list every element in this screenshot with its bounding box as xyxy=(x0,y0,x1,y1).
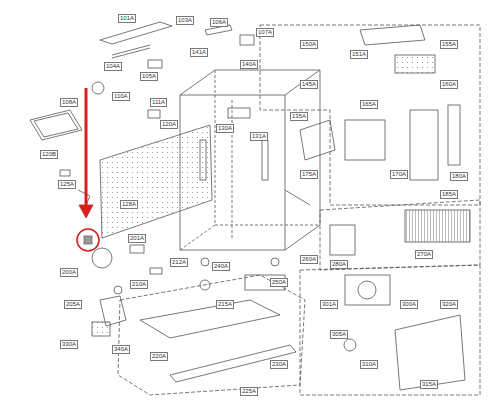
rail xyxy=(262,140,268,180)
callout-number: 330A xyxy=(60,340,78,349)
callout-number: 185A xyxy=(440,190,458,199)
leveler xyxy=(201,258,209,266)
callout-number: 120B xyxy=(40,150,58,159)
callout-number: 225A xyxy=(240,387,258,396)
fan-shroud xyxy=(345,275,390,305)
callout-number: 212A xyxy=(170,258,188,267)
callout-number: 270A xyxy=(415,250,433,259)
fan xyxy=(92,322,110,336)
callout-number: 340A xyxy=(112,345,130,354)
group-outline xyxy=(260,25,480,205)
ice-maker xyxy=(345,120,385,160)
callout-number: 240A xyxy=(212,262,230,271)
clip xyxy=(148,60,162,68)
top-cover xyxy=(360,25,425,45)
callout-number: 140A xyxy=(240,60,258,69)
leveler xyxy=(200,280,210,290)
marked-part xyxy=(84,236,92,244)
evaporator xyxy=(405,210,470,242)
base-bar xyxy=(170,345,296,382)
callout-number: 175A xyxy=(300,170,318,179)
callout-number: 301A xyxy=(320,300,338,309)
callout-number: 280A xyxy=(330,260,348,269)
cover xyxy=(395,315,465,390)
duct xyxy=(410,110,438,180)
cap xyxy=(92,82,104,94)
callout-number: 250A xyxy=(270,278,288,287)
cover xyxy=(100,296,126,326)
callout-number: 180A xyxy=(450,172,468,181)
callout-number: 205A xyxy=(64,300,82,309)
callout-number: 300A xyxy=(400,300,418,309)
red-arrow xyxy=(85,88,88,208)
leveler xyxy=(271,258,279,266)
callout-number: 310A xyxy=(360,360,378,369)
group-outline xyxy=(118,275,305,395)
callout-number: 125A xyxy=(58,180,76,189)
group-outline xyxy=(320,200,480,270)
callout-number: 220A xyxy=(150,352,168,361)
callout-number: 170A xyxy=(390,170,408,179)
callout-number: 111A xyxy=(150,98,167,107)
tray xyxy=(30,110,82,140)
callout-number: 215A xyxy=(216,300,234,309)
callout-number: 135A xyxy=(290,112,308,121)
callout-number: 260A xyxy=(300,255,318,264)
duct-cover xyxy=(448,105,460,165)
callout-number: 145A xyxy=(300,80,318,89)
callout-number: 320A xyxy=(440,300,458,309)
sensor xyxy=(148,110,160,118)
callout-number: 120A xyxy=(160,120,178,129)
callout-number: 160A xyxy=(440,80,458,89)
divider xyxy=(232,100,233,240)
red-circle xyxy=(77,229,99,251)
hinge xyxy=(240,35,254,45)
group-outline xyxy=(300,265,480,395)
callout-number: 104A xyxy=(104,62,122,71)
pin xyxy=(285,190,310,205)
callout-number: 200A xyxy=(60,268,78,277)
callout-number: 201A xyxy=(128,234,146,243)
top-bracket xyxy=(100,22,172,44)
callout-number: 101A xyxy=(118,14,136,23)
callout-number: 305A xyxy=(330,330,348,339)
callout-number: 141A xyxy=(190,48,208,57)
relay xyxy=(130,245,144,253)
heater xyxy=(330,225,355,255)
callout-number: 150A xyxy=(300,40,318,49)
callout-number: 155A xyxy=(440,40,458,49)
callout-number: 105A xyxy=(140,72,158,81)
callout-number: 165A xyxy=(360,100,378,109)
red-arrowhead xyxy=(79,205,93,218)
damper xyxy=(395,55,435,73)
compressor xyxy=(92,248,112,268)
callout-number: 128A xyxy=(120,200,138,209)
rod xyxy=(112,45,150,58)
callout-number: 107A xyxy=(256,28,274,37)
callout-number: 210A xyxy=(130,280,148,289)
callout-number: 130A xyxy=(216,124,234,133)
callout-number: 131A xyxy=(250,132,268,141)
base-plate xyxy=(140,300,280,338)
bracket xyxy=(150,268,162,274)
lamp-cover xyxy=(228,108,250,118)
callout-number: 230A xyxy=(270,360,288,369)
callout-number: 103A xyxy=(176,16,194,25)
callout-number: 108A xyxy=(60,98,78,107)
grommet xyxy=(114,286,122,294)
callout-number: 106A xyxy=(210,18,228,27)
callout-number: 151A xyxy=(350,50,368,59)
part xyxy=(60,170,70,176)
tray-inner xyxy=(34,113,78,137)
callout-number: 315A xyxy=(420,380,438,389)
box xyxy=(300,120,335,160)
fan xyxy=(358,281,376,299)
cabinet-side xyxy=(285,70,320,250)
back-panel xyxy=(100,125,212,238)
cabinet-top xyxy=(180,70,320,95)
callout-number: 110A xyxy=(112,92,130,101)
motor xyxy=(344,339,356,351)
